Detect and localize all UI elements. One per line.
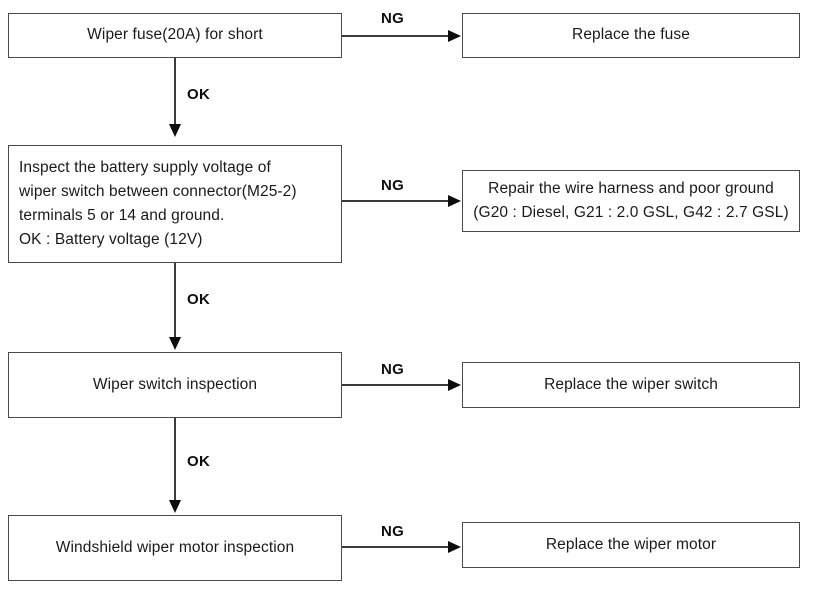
arrowhead-ng-2 <box>448 195 461 207</box>
result-node-label: Replace the wiper switch <box>544 375 718 393</box>
process-node-label: Windshield wiper motor inspection <box>55 538 295 556</box>
arrowhead-ok-3 <box>169 500 181 513</box>
result-node-label: Repair the wire harness and poor ground … <box>473 179 789 221</box>
process-node-wiper-motor-inspection[interactable]: Windshield wiper motor inspection <box>8 515 342 581</box>
connector-ok-3 <box>174 418 176 502</box>
result-node-repair-harness[interactable]: Repair the wire harness and poor ground … <box>462 170 800 232</box>
process-node-label: Wiper fuse(20A) for short <box>87 26 263 44</box>
arrowhead-ng-3 <box>448 379 461 391</box>
connector-ok-1 <box>174 58 176 126</box>
result-node-label: Replace the wiper motor <box>545 535 717 553</box>
result-node-replace-wiper-switch[interactable]: Replace the wiper switch <box>462 362 800 408</box>
arrowhead-ng-4 <box>448 541 461 553</box>
edge-label-ng-4: NG <box>381 523 405 540</box>
connector-ng-4 <box>342 546 450 548</box>
connector-ng-3 <box>342 384 450 386</box>
result-node-label: Replace the fuse <box>572 26 690 44</box>
edge-label-ok-1: OK <box>187 86 211 103</box>
connector-ng-2 <box>342 200 450 202</box>
arrowhead-ng-1 <box>448 30 461 42</box>
process-node-wiper-fuse[interactable]: Wiper fuse(20A) for short <box>8 13 342 58</box>
edge-label-ok-3: OK <box>187 453 211 470</box>
arrowhead-ok-1 <box>169 124 181 137</box>
connector-ok-2 <box>174 263 176 339</box>
process-node-label: Wiper switch inspection <box>92 375 258 393</box>
edge-label-ng-1: NG <box>381 10 405 27</box>
result-node-replace-wiper-motor[interactable]: Replace the wiper motor <box>462 522 800 568</box>
edge-label-ng-2: NG <box>381 177 405 194</box>
process-node-battery-supply-voltage[interactable]: Inspect the battery supply voltage of wi… <box>8 145 342 263</box>
edge-label-ok-2: OK <box>187 291 211 308</box>
process-node-label: Inspect the battery supply voltage of wi… <box>19 158 297 249</box>
arrowhead-ok-2 <box>169 337 181 350</box>
result-node-replace-fuse[interactable]: Replace the fuse <box>462 13 800 58</box>
process-node-wiper-switch-inspection[interactable]: Wiper switch inspection <box>8 352 342 418</box>
connector-ng-1 <box>342 35 450 37</box>
edge-label-ng-3: NG <box>381 361 405 378</box>
